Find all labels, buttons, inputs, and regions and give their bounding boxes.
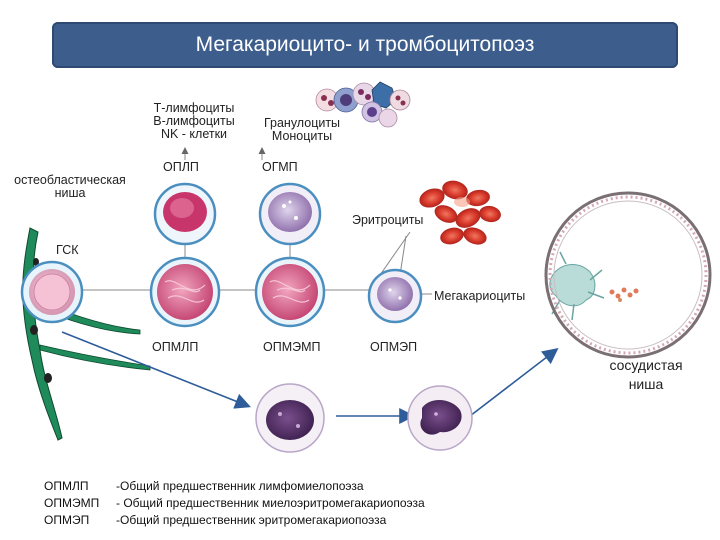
legend-text: -Общий предшественник эритромегакариопоэ… xyxy=(116,513,387,527)
myelo-lineage-label: Гранулоциты Моноциты xyxy=(252,117,352,143)
granulocyte-cluster xyxy=(315,81,411,128)
vasc-line-1: сосудистая xyxy=(609,357,683,373)
osteo-line-2: ниша xyxy=(54,186,86,200)
title-banner: Мегакариоцито- и тромбоцитопоэз xyxy=(52,22,678,68)
lymph-lineage-label: Т-лимфоциты В-лимфоциты NK - клетки xyxy=(144,102,244,141)
t-lymphocytes-label: Т-лимфоциты xyxy=(153,101,235,115)
vascular-niche-label: сосудистая ниша xyxy=(596,356,696,394)
monocytes-label: Моноциты xyxy=(271,129,333,143)
legend-text: - Общий предшественник миелоэритромегака… xyxy=(116,496,425,510)
opmlp-label: ОПМЛП xyxy=(152,340,199,354)
opmep-label: ОПМЭП xyxy=(370,340,418,354)
legend-abbr: ОПМЛП xyxy=(44,479,89,493)
megakaryoblast-cell xyxy=(255,383,325,453)
legend-row: ОПМЭМП - Общий предшественник миелоэритро… xyxy=(44,495,425,512)
ogmp-cell xyxy=(258,182,322,246)
ogmp-label: ОГМП xyxy=(262,160,298,174)
erythrocytes-label: Эритроциты xyxy=(352,213,424,227)
platelet-release xyxy=(549,251,639,321)
hsc-cell xyxy=(20,260,84,324)
megakaryocytes-label: Мегакариоциты xyxy=(434,289,526,303)
nk-cells-label: NK - клетки xyxy=(160,127,228,141)
legend-text: -Общий предшественник лимфомиелопоэза xyxy=(116,479,364,493)
abbreviation-legend: ОПМЛП -Общий предшественник лимфомиелопоэ… xyxy=(44,478,425,529)
legend-row: ОПМЛП -Общий предшественник лимфомиелопоэ… xyxy=(44,478,425,495)
stromal-cells xyxy=(22,227,151,441)
b-lymphocytes-label: В-лимфоциты xyxy=(153,114,235,128)
opmlp-cell xyxy=(149,256,221,328)
opmep-cell xyxy=(367,268,423,324)
flow-arrows xyxy=(61,331,559,424)
legend-abbr: ОПМЭП xyxy=(44,513,90,527)
blood-vessel xyxy=(544,191,712,359)
osteo-line-1: остеобластическая xyxy=(14,173,126,187)
opmemp-label: ОПМЭМП xyxy=(263,340,321,354)
legend-abbr: ОПМЭМП xyxy=(44,496,100,510)
granulocytes-label: Гранулоциты xyxy=(263,116,341,130)
page-title: Мегакариоцито- и тромбоцитопоэз xyxy=(195,33,535,56)
vasc-line-2: ниша xyxy=(628,376,664,392)
osteoblastic-niche-label: остеобластическая ниша xyxy=(4,174,136,200)
opmemp-cell xyxy=(254,256,326,328)
oplp-cell xyxy=(153,182,217,246)
megakaryocyte-cell xyxy=(407,385,473,451)
oplp-label: ОПЛП xyxy=(163,160,199,174)
hsc-label: ГСК xyxy=(56,243,79,257)
erythrocyte-cluster xyxy=(419,180,501,245)
legend-row: ОПМЭП -Общий предшественник эритромегакар… xyxy=(44,512,425,529)
